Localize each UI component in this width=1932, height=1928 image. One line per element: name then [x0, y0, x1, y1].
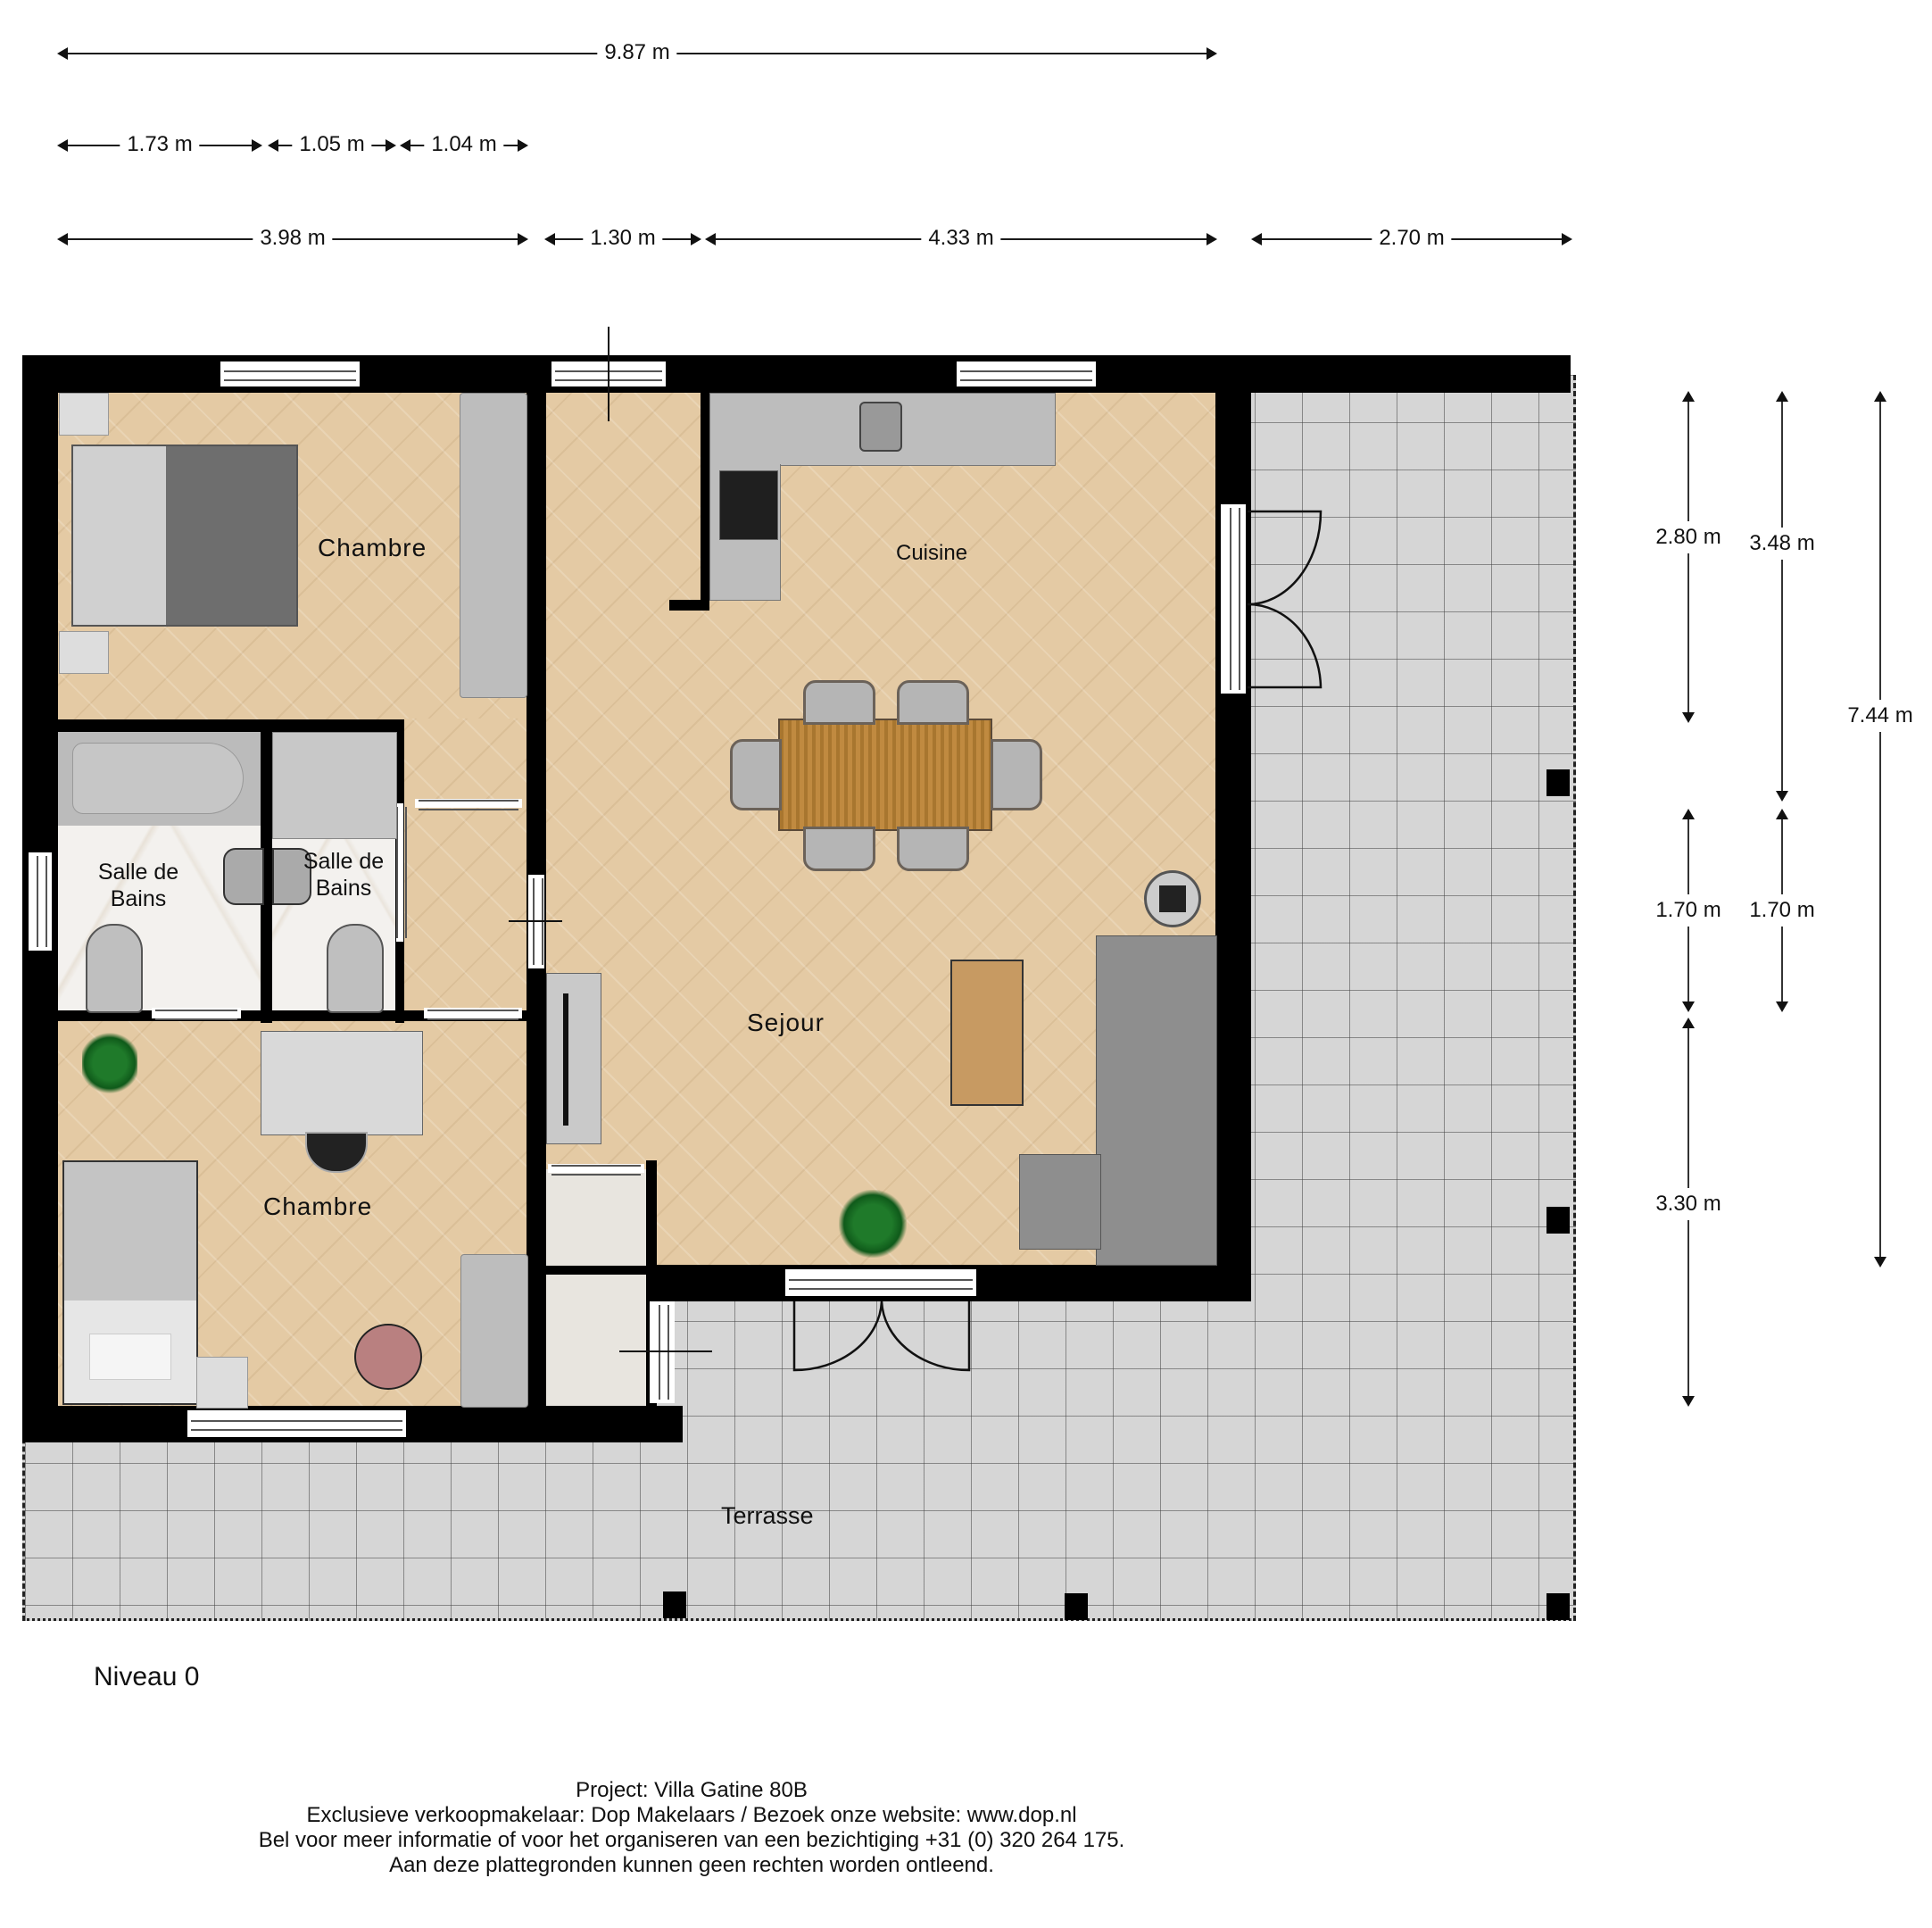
dimension-door-zone-1: 1.70 m [1655, 809, 1721, 1012]
dimension-label: 7.44 m [1847, 699, 1913, 732]
dimension-label: 3.48 m [1749, 527, 1815, 560]
nightstand-icon [196, 1357, 248, 1409]
room-label-bathroom-2: Salle de Bains [303, 849, 385, 901]
wall-bath-north [58, 719, 403, 732]
dimension-label: 1.70 m [1749, 894, 1815, 927]
room-label-terrasse: Terrasse [721, 1502, 814, 1529]
ottoman-icon [354, 1324, 422, 1390]
tv-unit-icon [546, 973, 601, 1144]
dining-chair-icon [803, 827, 875, 871]
closet-2-floor [546, 1275, 646, 1406]
terrace-post [1546, 769, 1570, 796]
dining-table-icon [778, 719, 992, 831]
door-bathroom-2[interactable] [396, 803, 407, 942]
dining-chair-icon [897, 827, 969, 871]
dining-chair-icon [991, 739, 1042, 810]
dimension-label: 1.05 m [292, 131, 372, 158]
footer-contact: Bel voor meer informatie of voor het org… [258, 1828, 1125, 1852]
dimension-bedroom-width: 1.73 m [57, 131, 262, 158]
door-bedroom-2[interactable] [424, 1008, 522, 1020]
dimension-label: 2.80 m [1655, 520, 1721, 553]
single-bed-icon [62, 1160, 198, 1405]
dining-chair-icon [730, 739, 782, 810]
footer-project: Project: Villa Gatine 80B [576, 1778, 808, 1802]
dimension-kitchen-depth: 2.80 m [1655, 391, 1721, 723]
bathtub-icon [58, 732, 261, 826]
dimension-west-width: 3.98 m [57, 225, 528, 252]
plant-icon [839, 1190, 907, 1258]
door-bedroom-1-hall[interactable] [415, 799, 522, 810]
nightstand-icon [59, 393, 109, 436]
terrace-post [663, 1591, 686, 1618]
nightstand-icon [59, 631, 109, 674]
dimension-label: 4.33 m [921, 225, 1001, 252]
wall-closet-divider [546, 1266, 657, 1275]
dimension-label: 2.70 m [1372, 225, 1452, 252]
room-label-cuisine: Cuisine [896, 541, 968, 565]
dimension-label: 1.73 m [120, 131, 200, 158]
dimension-terrace-width: 2.70 m [1251, 225, 1572, 252]
room-label-chambre-2: Chambre [263, 1193, 373, 1220]
hallway-floor [403, 719, 527, 1013]
toilet-icon [327, 924, 384, 1013]
wardrobe-icon [460, 393, 527, 698]
terrace-post [1065, 1593, 1088, 1620]
dimension-door-zone-2: 1.70 m [1749, 809, 1815, 1012]
sofa-icon [1096, 935, 1217, 1266]
level-label: Niveau 0 [94, 1662, 200, 1691]
plant-icon [82, 1031, 137, 1095]
dimension-hall-width: 1.04 m [400, 131, 528, 158]
floor-plan: Chambre Salle de Bains Salle de Bains Ch… [22, 327, 1576, 1621]
dimension-label: 3.30 m [1655, 1188, 1721, 1221]
toilet-icon [86, 924, 143, 1013]
dimension-label: 1.30 m [583, 225, 663, 252]
window-bedroom-2 [187, 1410, 406, 1437]
footer-disclaimer: Aan deze plattegronden kunnen geen recht… [389, 1853, 994, 1877]
patio-door-south[interactable] [785, 1269, 976, 1296]
dimension-bath-width: 1.05 m [268, 131, 396, 158]
dining-chair-icon [803, 680, 875, 725]
double-bed-icon [71, 445, 298, 627]
dimension-north-depth: 3.48 m [1749, 391, 1815, 802]
sink-icon [859, 402, 902, 452]
footer-broker: Exclusieve verkoopmakelaar: Dop Makelaar… [306, 1803, 1077, 1827]
wall-bath-divider [261, 719, 272, 1023]
room-label-chambre-1: Chambre [318, 534, 427, 561]
door-swing-arcs [509, 327, 1323, 1372]
coffee-table-icon [950, 960, 1024, 1106]
dimension-total-width: 9.87 m [57, 39, 1217, 66]
dimension-label: 3.98 m [253, 225, 333, 252]
dimension-label: 1.04 m [424, 131, 504, 158]
shower-icon [272, 732, 397, 839]
dimension-label: 9.87 m [597, 39, 677, 66]
wall-kitchen-stub-foot [669, 600, 709, 611]
sink-icon [223, 848, 264, 905]
door-closet-1[interactable] [548, 1164, 644, 1176]
sink-icon [272, 848, 311, 905]
wardrobe-icon [460, 1254, 528, 1408]
desk-icon [261, 1031, 423, 1135]
sofa-chaise-icon [1019, 1154, 1101, 1250]
dining-chair-icon [897, 680, 969, 725]
dimension-kitchen-width: 4.33 m [705, 225, 1217, 252]
terrace-post [1546, 1207, 1570, 1234]
side-table-icon [1144, 870, 1201, 927]
terrace-post [1546, 1593, 1570, 1620]
room-label-bathroom-1: Salle de Bains [97, 860, 179, 911]
dimension-total-depth: 7.44 m [1847, 391, 1913, 1267]
dimension-label: 1.70 m [1655, 894, 1721, 927]
room-label-sejour: Sejour [747, 1009, 825, 1036]
wall-kitchen-stub [701, 393, 709, 607]
window-bathroom-1 [29, 852, 52, 951]
door-bathroom-1[interactable] [152, 1008, 241, 1020]
cooktop-icon [719, 470, 778, 540]
patio-door-east[interactable] [1221, 504, 1246, 694]
closet-1-floor [546, 1169, 646, 1266]
window-bedroom-1 [220, 362, 360, 386]
dimension-living-depth: 3.30 m [1655, 1018, 1721, 1407]
window-kitchen [957, 362, 1096, 386]
dimension-entry-width: 1.30 m [544, 225, 701, 252]
